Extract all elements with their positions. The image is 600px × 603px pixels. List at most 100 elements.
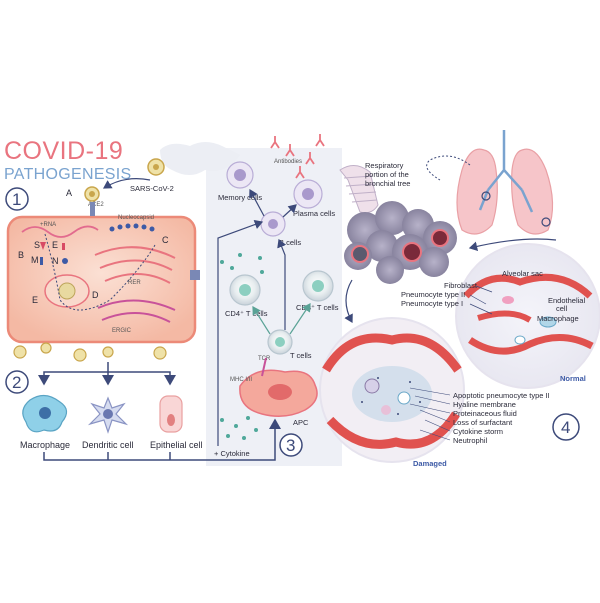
label-antibodies: Antibodies (274, 159, 302, 165)
label-apc: APC (293, 418, 309, 427)
label-pneumo2-normal: Pneumocyte type II (401, 290, 465, 299)
label-tcr: TCR (258, 356, 271, 362)
lung-damage-marker (541, 217, 551, 227)
memory-cell (226, 161, 254, 189)
label-endothelial-1: Endothelial (548, 296, 585, 305)
arrow-t-to-cd4 (252, 305, 271, 335)
arrow-t-to-cd8 (289, 303, 311, 335)
label-respiratory-3: bronchial tree (365, 179, 410, 188)
step-number-2: 2 (5, 370, 29, 394)
title-covid: COVID-19 (4, 137, 123, 165)
lung-pointer (426, 155, 471, 181)
arrow-b-to-plasma (282, 204, 297, 218)
label-bcells: B cells (279, 238, 301, 247)
label-epithelial: Epithelial cell (150, 440, 203, 450)
label-step-d: D (92, 290, 99, 300)
label-ergic: ERGIC (112, 328, 132, 334)
svg-text:1: 1 (12, 190, 21, 209)
ergic-structure (97, 299, 176, 323)
label-dendritic: Dendritic cell (82, 440, 134, 450)
label-alveolar-sac: Alveolar sac (502, 269, 543, 278)
vesicle-virion (58, 282, 76, 300)
label-mhc: MHC I/II (230, 377, 252, 383)
svg-text:3: 3 (286, 436, 295, 455)
label-step-a: A (66, 188, 72, 198)
antibodies (270, 134, 325, 179)
label-m: M (31, 255, 39, 265)
damaged-legend: Apoptotic pneumocyte type II Hyaline mem… (409, 387, 550, 445)
normal-leader-lines (469, 285, 493, 315)
mhc-tcr-bond (261, 357, 267, 377)
sars-cov2-virion (147, 158, 165, 176)
label-pneumo1-normal: Pneumocyte type I (401, 299, 463, 308)
label-tcells: T cells (290, 351, 312, 360)
protein-n (62, 258, 68, 264)
title-pathogenesis: PATHOGENESIS (4, 166, 131, 183)
legend-item-6: Neutrophil (453, 436, 488, 445)
macrophage-cell (22, 394, 68, 433)
cytokine-dots-upper (220, 253, 264, 274)
dendritic-cell (87, 396, 129, 434)
epithelial-cell (159, 395, 183, 433)
cd8-t-cell (302, 270, 334, 302)
protein-e (62, 243, 65, 250)
label-cd8: CD8⁺ T cells (296, 303, 339, 312)
lungs (456, 130, 554, 235)
label-n: N (52, 256, 59, 266)
label-macrophage: Macrophage (20, 440, 70, 450)
released-virions (13, 342, 167, 362)
legend-item-3: Proteinaceous fluid (453, 409, 517, 418)
arrow-apc-to-b (217, 219, 264, 446)
label-rer: RER (128, 280, 141, 286)
plasma-cell (293, 179, 323, 209)
label-endothelial-2: cell (556, 304, 568, 313)
label-cytokine: + Cytokine (214, 449, 250, 458)
label-nucleocapsid: Nucleocapsid (118, 215, 154, 221)
step-number-1: 1 (5, 187, 29, 211)
legend-item-2: Hyaline membrane (453, 400, 516, 409)
label-macrophage-normal: Macrophage (537, 314, 579, 323)
protein-m (40, 257, 43, 265)
label-step-e: E (32, 295, 38, 305)
svg-text:2: 2 (12, 373, 21, 392)
svg-text:4: 4 (561, 418, 570, 437)
cloud-shape (160, 142, 240, 175)
apc-cell (239, 369, 318, 417)
legend-item-4: Loss of surfactant (453, 418, 513, 427)
arrow-to-epithelial (108, 371, 176, 386)
lung-detail-marker (481, 191, 491, 201)
label-e-protein: E (52, 240, 58, 250)
t-cell (267, 329, 293, 355)
label-rna: +RNA (40, 222, 56, 228)
arrow-to-damaged (344, 279, 353, 324)
damaged-alveolus (319, 317, 465, 463)
label-step-b: B (18, 250, 24, 260)
rer-structure (94, 246, 176, 284)
protein-s (40, 242, 46, 250)
label-ace2: ACE2 (88, 202, 104, 208)
label-sars-cov2: SARS-CoV-2 (130, 184, 174, 193)
virion-entry (84, 186, 100, 202)
cd4-t-cell (229, 274, 261, 306)
cytokine-arrow (43, 418, 281, 461)
label-respiratory-1: Respiratory (365, 161, 404, 170)
label-step-c: C (162, 235, 169, 245)
membrane-receptor (190, 270, 200, 280)
legend-item-1: Apoptotic pneumocyte type II (453, 391, 550, 400)
alveolar-cluster (344, 201, 457, 284)
label-plasma: Plasma cells (293, 209, 335, 218)
label-s: S (34, 240, 40, 250)
arrow-b-to-memory (249, 188, 265, 217)
label-fibroblast: Fibroblast (444, 281, 478, 290)
label-respiratory-2: portion of the (365, 170, 409, 179)
nucleocapsid-chain (109, 223, 155, 232)
cytokine-dots-lower (220, 416, 258, 440)
arrow-t-to-b (277, 238, 287, 330)
label-damaged: Damaged (413, 459, 447, 468)
arrow-to-macrophage (38, 362, 109, 386)
ace2-receptor (90, 202, 95, 216)
label-cd4: CD4⁺ T cells (225, 309, 268, 318)
rna-strand (21, 225, 99, 238)
virus-arrow (102, 178, 151, 189)
